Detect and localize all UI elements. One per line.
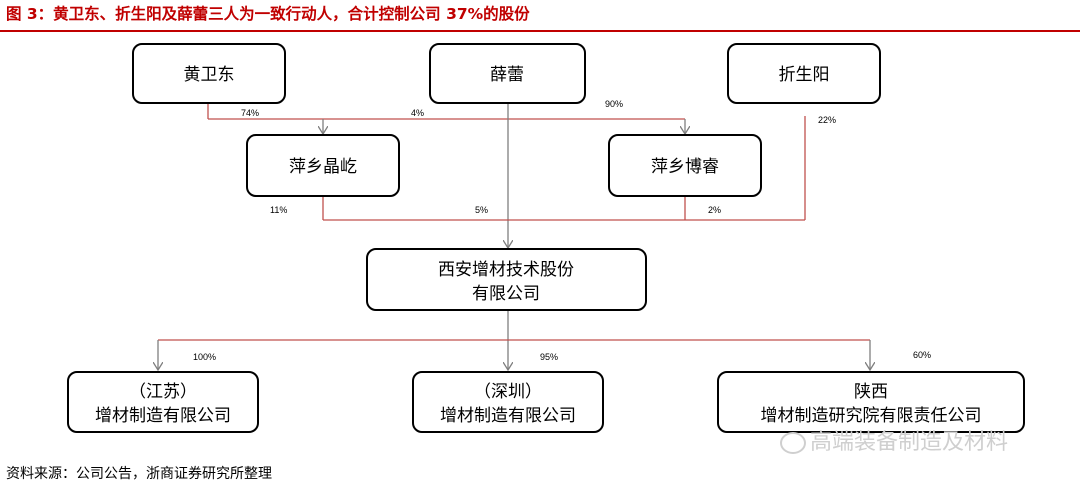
node-huang: 黄卫东	[132, 43, 286, 104]
node-pxbr-label: 萍乡博睿	[651, 157, 719, 177]
pct-huang-pxjy: 74%	[241, 108, 259, 118]
watermark-text: 高端装备制造及材料	[810, 430, 1009, 455]
pct-zhe-xian: 22%	[818, 115, 836, 125]
node-pxbr: 萍乡博睿	[608, 134, 762, 197]
node-sx-label-2: 增材制造研究院有限责任公司	[761, 406, 982, 426]
node-sx: 陕西 增材制造研究院有限责任公司	[717, 371, 1025, 433]
source-note: 资料来源：公司公告，浙商证券研究所整理	[6, 466, 272, 482]
connectors	[158, 103, 870, 370]
node-huang-label: 黄卫东	[184, 65, 235, 85]
watermark: 高端装备制造及材料	[780, 424, 1008, 456]
node-xian: 西安增材技术股份 有限公司	[366, 248, 647, 311]
percentage-labels: 74% 4% 90% 22% 11% 5% 2% 100% 95% 60%	[193, 99, 931, 362]
pct-xian-js: 100%	[193, 352, 216, 362]
node-pxjy: 萍乡晶屹	[246, 134, 400, 197]
pct-xue-xian: 5%	[475, 205, 488, 215]
node-zhe: 折生阳	[727, 43, 881, 104]
node-sz: （深圳） 增材制造有限公司	[412, 371, 604, 433]
node-xian-label-1: 西安增材技术股份	[438, 260, 574, 280]
node-js-label-2: 增材制造有限公司	[95, 406, 231, 426]
pct-pxjy-xian: 11%	[270, 205, 287, 215]
pct-xian-sx: 60%	[913, 350, 931, 360]
node-xue-label: 薛蕾	[490, 65, 524, 85]
node-sz-label-2: 增材制造有限公司	[440, 406, 576, 426]
pct-xue-pxbr: 90%	[605, 99, 623, 109]
title-rule	[0, 30, 1080, 32]
node-sz-label-1: （深圳）	[474, 382, 542, 402]
figure-title: 图 3：黄卫东、折生阳及薛蕾三人为一致行动人，合计控制公司 37%的股份	[6, 5, 530, 23]
node-sx-label-1: 陕西	[854, 382, 888, 402]
pct-pxbr-xian: 2%	[708, 205, 721, 215]
pct-xian-sz: 95%	[540, 352, 558, 362]
pct-huang-pxbr: 4%	[411, 108, 424, 118]
node-pxjy-label: 萍乡晶屹	[289, 157, 357, 177]
node-xue: 薛蕾	[429, 43, 586, 104]
wechat-icon	[780, 432, 806, 454]
node-js-label-1: （江苏）	[129, 382, 197, 402]
node-zhe-label: 折生阳	[779, 65, 830, 85]
node-xian-label-2: 有限公司	[472, 284, 540, 304]
node-js: （江苏） 增材制造有限公司	[67, 371, 259, 433]
